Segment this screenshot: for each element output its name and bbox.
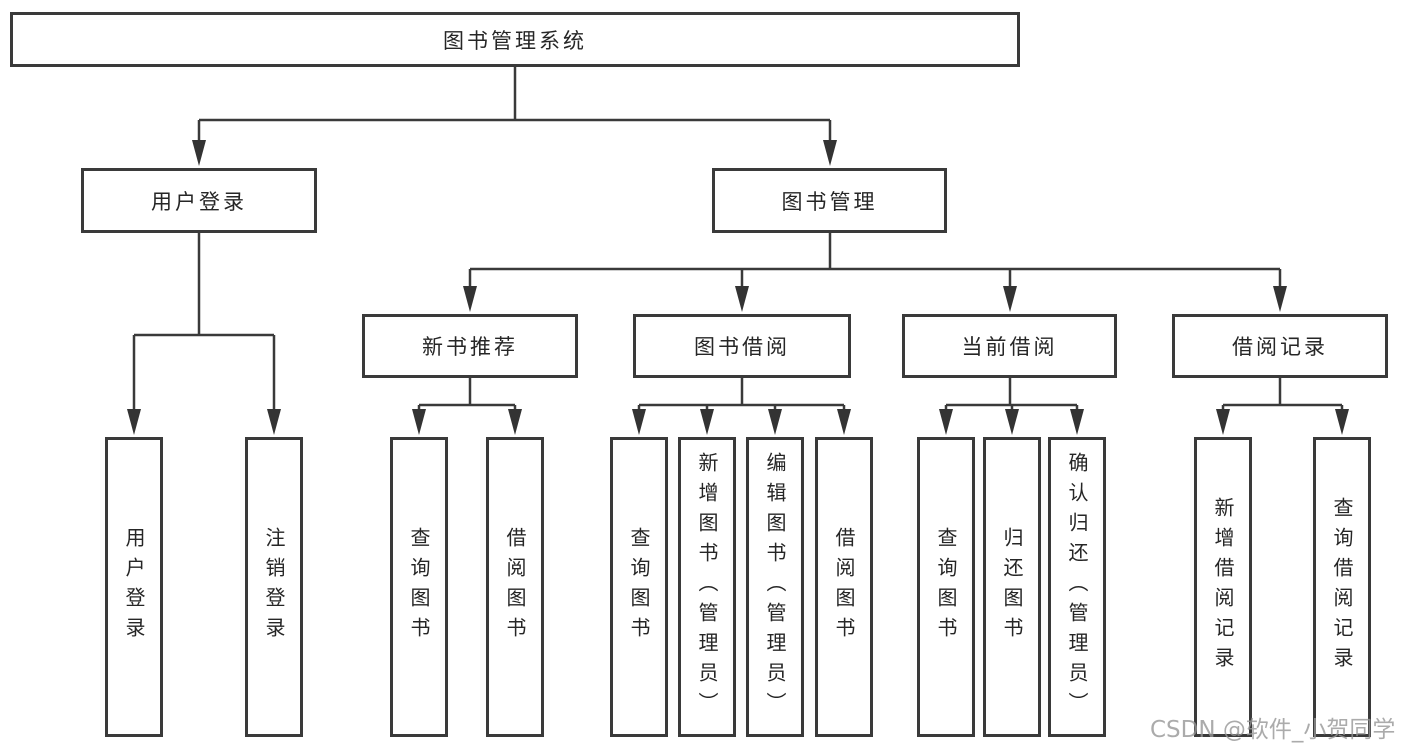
node-label: 新书推荐 [422,335,518,359]
csdn-watermark: CSDN @软件_小贺同学 [1150,717,1396,743]
node-borrowing-records: 借阅记录 [1172,314,1388,378]
leaf-label: 归还图书 [1000,527,1024,647]
leaf-query-borrow-record: 查询借阅记录 [1313,437,1371,737]
node-label: 用户登录 [151,189,247,214]
leaf-label: 新增借阅记录 [1211,497,1235,677]
leaf-label: 查询图书 [934,527,958,647]
leaf-label: 用户登录 [122,527,146,647]
node-user-login: 用户登录 [81,168,317,233]
leaf-label: 借阅图书 [503,527,527,647]
leaf-logout: 注销登录 [245,437,303,737]
node-new-book-recommendation: 新书推荐 [362,314,578,378]
leaf-recommend-query-books: 查询图书 [390,437,448,737]
node-label: 图书管理 [781,189,878,214]
node-book-borrowing: 图书借阅 [633,314,851,378]
leaf-confirm-return-admin: 确认归还（管理员） [1048,437,1106,737]
node-current-borrowing: 当前借阅 [902,314,1117,378]
leaf-label: 新增图书（管理员） [695,452,719,722]
leaf-label: 查询图书 [627,527,651,647]
leaf-return-books: 归还图书 [983,437,1041,737]
node-book-management: 图书管理 [712,168,947,233]
leaf-current-query-books: 查询图书 [917,437,975,737]
leaf-label: 注销登录 [262,527,286,647]
leaf-edit-books-admin: 编辑图书（管理员） [746,437,804,737]
leaf-label: 确认归还（管理员） [1065,452,1089,722]
leaf-label: 借阅图书 [832,527,856,647]
node-library-management-system: 图书管理系统 [10,12,1020,67]
leaf-label: 查询图书 [407,527,431,647]
node-label: 图书借阅 [694,335,790,359]
leaf-user-login: 用户登录 [105,437,163,737]
leaf-add-books-admin: 新增图书（管理员） [678,437,736,737]
leaf-label: 编辑图书（管理员） [763,452,787,722]
leaf-recommend-borrow-books: 借阅图书 [486,437,544,737]
node-label: 图书管理系统 [443,28,587,53]
node-label: 借阅记录 [1232,335,1328,359]
leaf-borrowing-query-books: 查询图书 [610,437,668,737]
leaf-borrowing-borrow-books: 借阅图书 [815,437,873,737]
node-label: 当前借阅 [961,335,1058,359]
leaf-add-borrow-record: 新增借阅记录 [1194,437,1252,737]
leaf-label: 查询借阅记录 [1330,497,1354,677]
